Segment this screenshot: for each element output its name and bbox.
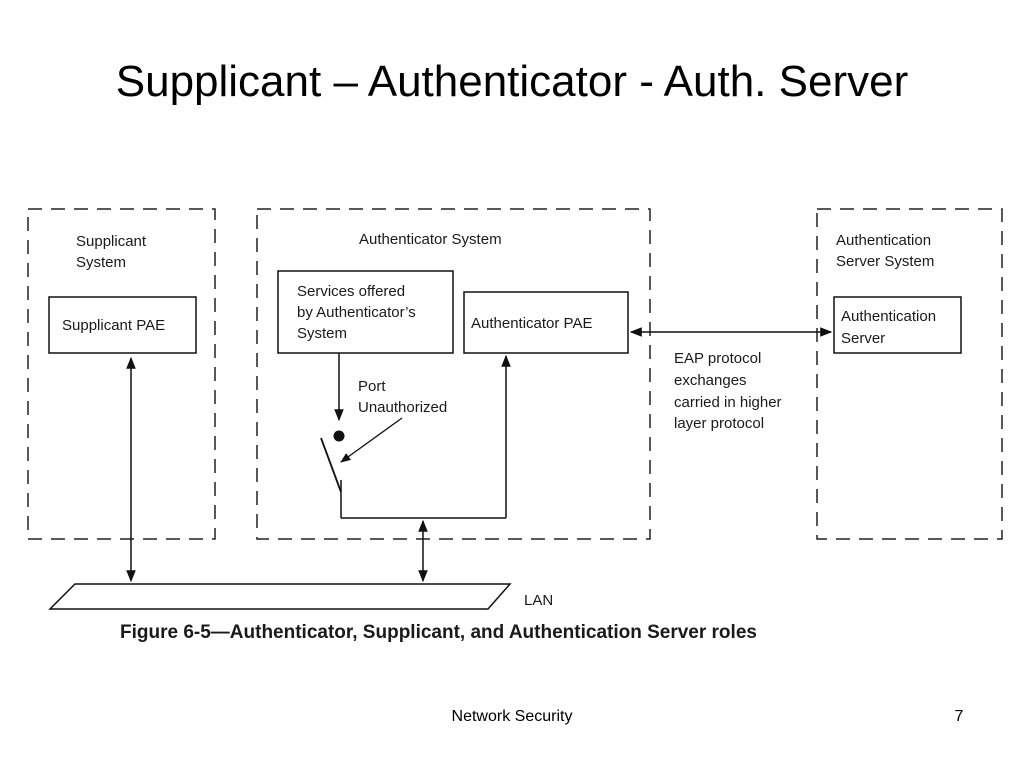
auth-server-label-2: Server: [841, 330, 885, 347]
eap-label-2: exchanges: [674, 372, 747, 389]
port-label-1: Port: [358, 378, 386, 395]
port-label-2: Unauthorized: [358, 399, 447, 416]
auth-server-system-label-1: Authentication: [836, 232, 931, 249]
port-unauthorized-pointer: [340, 417, 403, 463]
lan-segment: [48, 583, 512, 610]
supplicant-pae-box: [48, 296, 197, 354]
eap-label-3: carried in higher: [674, 394, 782, 411]
services-label-1: Services offered: [297, 283, 405, 300]
page-number: 7: [954, 708, 964, 725]
authenticator-pae-label: Authenticator PAE: [471, 315, 592, 332]
eap-label-1: EAP protocol: [674, 350, 761, 367]
services-label-3: System: [297, 325, 347, 342]
auth-server-system-boundary: [816, 208, 1003, 540]
port-switch-blade: [320, 437, 342, 493]
supplicant-system-boundary: [27, 208, 216, 540]
services-label-2: by Authenticator’s: [297, 304, 416, 321]
lan-label: LAN: [524, 592, 553, 609]
auth-server-system-label-2: Server System: [836, 253, 934, 270]
supplicant-pae-label: Supplicant PAE: [62, 317, 165, 334]
auth-server-label-1: Authentication: [841, 308, 936, 325]
authenticator-system-label: Authenticator System: [359, 231, 502, 248]
services-box: [277, 270, 454, 354]
port-contact-dot: [333, 430, 345, 442]
eap-label-4: layer protocol: [674, 415, 764, 432]
auth-server-box: [833, 296, 962, 354]
supplicant-system-label-1: Supplicant: [76, 233, 147, 250]
supplicant-system-label-2: System: [76, 254, 126, 271]
figure-caption: Figure 6-5—Authenticator, Supplicant, an…: [120, 622, 757, 643]
authenticator-system-boundary: [256, 208, 651, 540]
footer-text: Network Security: [451, 708, 573, 725]
slide-title: Supplicant – Authenticator - Auth. Serve…: [115, 57, 909, 106]
authenticator-pae-box: [463, 291, 629, 354]
